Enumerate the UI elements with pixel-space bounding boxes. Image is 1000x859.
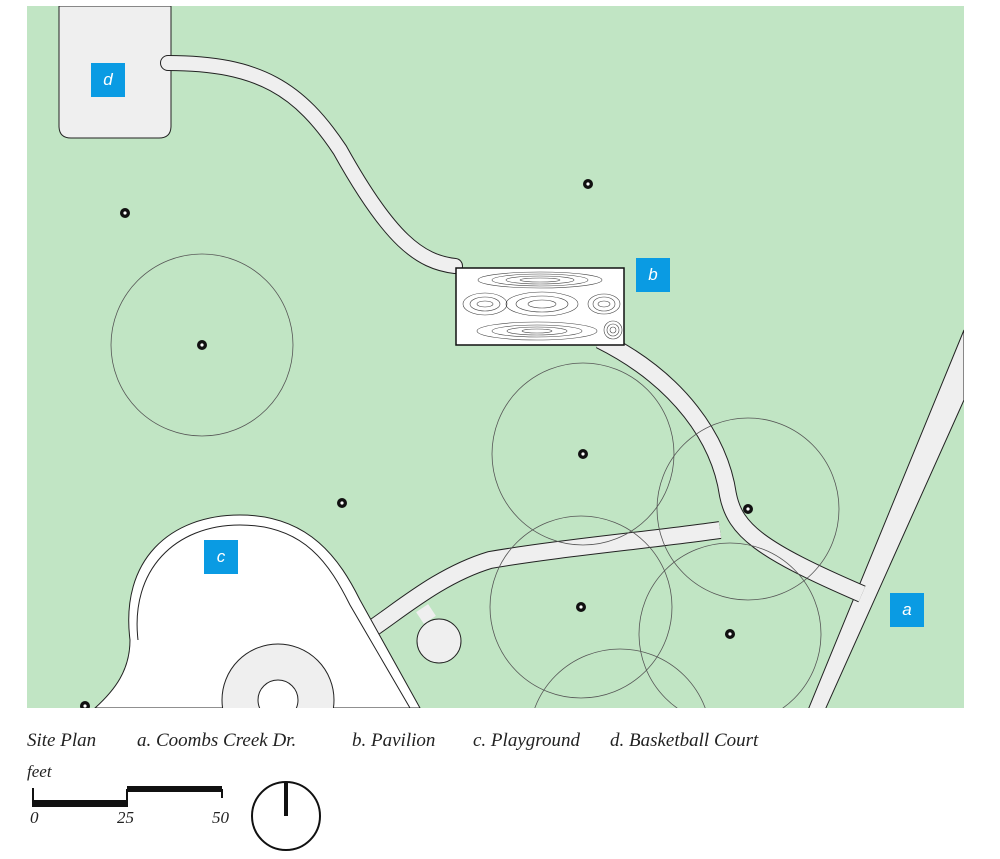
legend-item-b: b. Pavilion xyxy=(352,730,436,751)
marker-c: c xyxy=(204,540,238,574)
walkway-loop xyxy=(416,618,462,664)
marker-a: a xyxy=(890,593,924,627)
scale-tick-0: 0 xyxy=(30,808,39,827)
legend-item-d: d. Basketball Court xyxy=(610,730,759,751)
marker-b: b xyxy=(636,258,670,292)
tree-canopies xyxy=(110,253,840,708)
legend-item-a: a. Coombs Creek Dr. xyxy=(137,730,297,751)
legend-item-c: c. Playground xyxy=(473,730,580,751)
scale-tick-25: 25 xyxy=(117,808,134,827)
marker-d: d xyxy=(91,63,125,97)
scale-unit: feet xyxy=(27,762,52,781)
scale-tick-50: 50 xyxy=(212,808,229,827)
plaza-ring xyxy=(221,643,335,708)
legend-title: Site Plan xyxy=(27,730,97,751)
playground xyxy=(94,514,421,708)
tree-markers xyxy=(80,179,753,708)
scale-bar xyxy=(32,781,321,851)
pavilion xyxy=(455,267,625,346)
